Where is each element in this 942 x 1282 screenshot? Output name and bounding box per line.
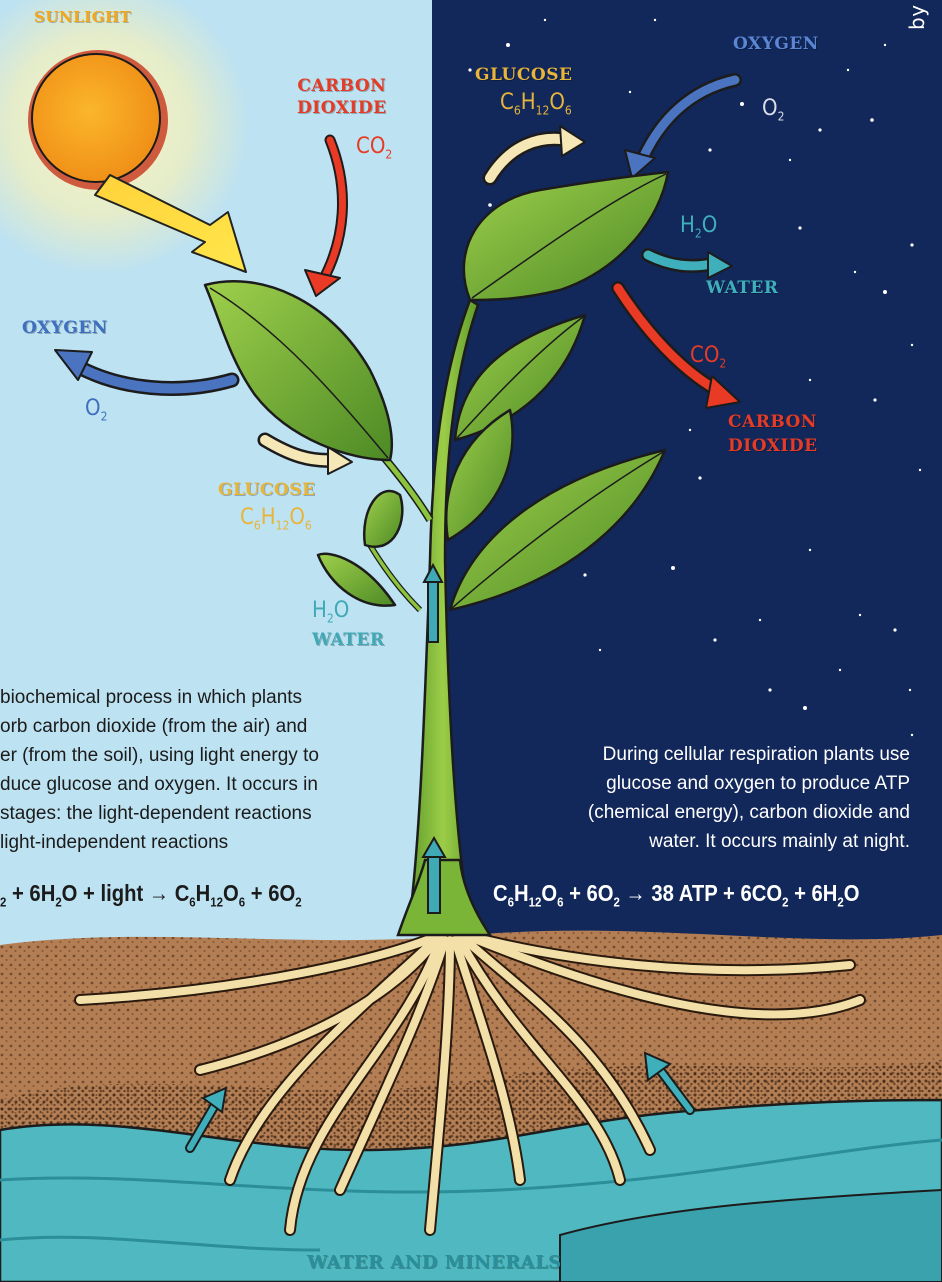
respiration-line: glucose and oxygen to produce ATP [606, 769, 910, 798]
day-oxygen-label: OXYGEN [22, 318, 108, 338]
day-h2o-formula: H2O [312, 598, 349, 625]
respiration-line: (chemical energy), carbon dioxide and [588, 798, 910, 827]
night-glucose-label: GLUCOSE [475, 65, 572, 85]
photosynthesis-line: stages: the light-dependent reactions [0, 799, 312, 828]
photosynthesis-line: biochemical process in which plants [0, 683, 302, 712]
night-o2-formula: O2 [762, 96, 784, 123]
respiration-equation: C6H12O6 + 6O2 → 38 ATP + 6CO2 + 6H2O [493, 880, 860, 910]
photosynthesis-line: duce glucose and oxygen. It occurs in [0, 770, 318, 799]
day-glucose-formula: C6H12O6 [240, 505, 312, 532]
photosynthesis-line: er (from the soil), using light energy t… [0, 741, 319, 770]
night-co2-formula: CO2 [690, 343, 726, 370]
dioxide-word: DIOXIDE [297, 98, 387, 118]
carbon-word: CARBON [297, 76, 386, 96]
photosynthesis-line: light-independent reactions [0, 828, 228, 857]
photosynthesis-line: orb carbon dioxide (from the air) and [0, 712, 307, 741]
day-carbon-dioxide-label: CARBON DIOXIDE [297, 75, 387, 119]
day-glucose-label: GLUCOSE [218, 480, 315, 500]
night-oxygen-label: OXYGEN [733, 34, 819, 54]
night-glucose-formula: C6H12O6 [500, 90, 572, 117]
day-co2-formula: CO2 [356, 134, 392, 161]
sunlight-label: SUNLIGHT [34, 8, 131, 26]
night-h2o-formula: H2O [680, 213, 717, 240]
day-o2-formula: O2 [85, 396, 107, 423]
water-and-minerals-label: WATER AND MINERALS [307, 1252, 562, 1273]
photosynthesis-equation: 2 + 6H2O + light → C6H12O6 + 6O2 [0, 880, 302, 910]
day-water-label: WATER [312, 630, 385, 650]
corner-byline: by [905, 4, 929, 30]
respiration-line: During cellular respiration plants use [603, 740, 910, 769]
night-water-label: WATER [706, 278, 779, 298]
respiration-line: water. It occurs mainly at night. [649, 827, 910, 856]
night-carbon-dioxide-label: CARBON DIOXIDE [728, 410, 818, 458]
